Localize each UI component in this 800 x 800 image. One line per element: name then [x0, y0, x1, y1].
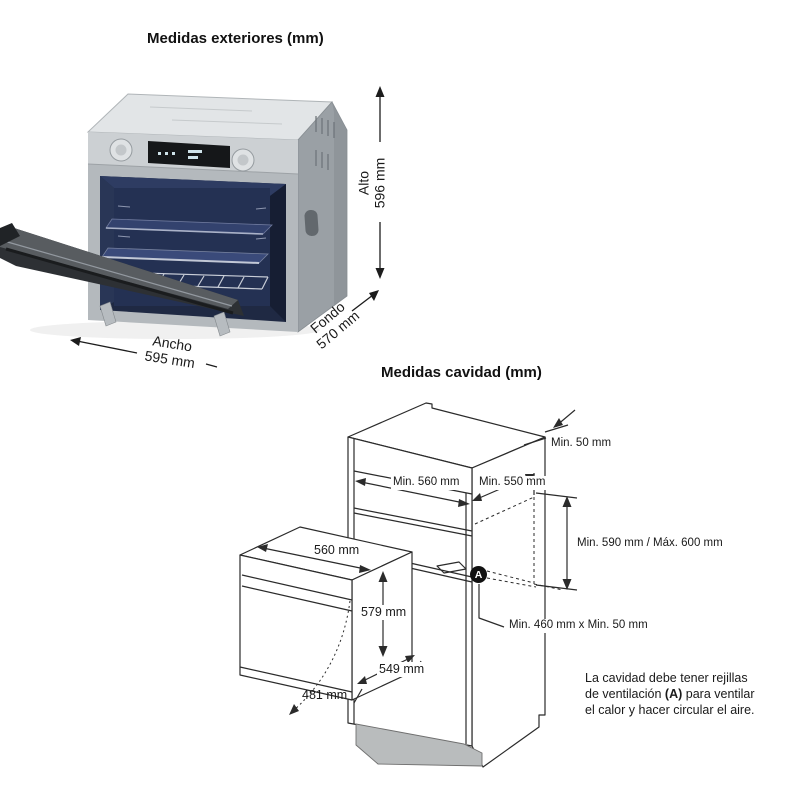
oven-width-label: 560 mm — [314, 543, 360, 557]
ventilation-badge: A — [470, 566, 487, 583]
cavity-title: Medidas cavidad (mm) — [381, 364, 542, 381]
exterior-dimensions — [70, 86, 385, 368]
oven-height-label: 579 mm — [359, 605, 409, 620]
height-value: 596 mm — [371, 157, 387, 209]
oven-door-clearance-label: 481 mm — [302, 688, 348, 702]
oven-depth-label: 549 mm — [377, 662, 427, 677]
side-vents — [315, 116, 335, 170]
note-line2-post: para ventilar — [682, 687, 755, 701]
note-line2-pre: de ventilación — [585, 687, 665, 701]
exterior-height-dimension: Alto 596 mm — [355, 157, 387, 209]
cavity-top-gap-label: Min. 50 mm — [551, 437, 612, 449]
display — [148, 141, 230, 168]
exterior-title: Medidas exteriores (mm) — [147, 30, 324, 47]
open-door — [0, 223, 244, 316]
note-line2-badge-ref: (A) — [664, 687, 683, 701]
ventilation-note: La cavidad debe tener rejillas de ventil… — [585, 670, 755, 718]
cavity-vent-area-label: Min. 460 mm x Min. 50 mm — [507, 619, 650, 633]
cavity-inner-width-label: Min. 560 mm — [391, 476, 462, 490]
height-label: Alto — [355, 170, 372, 196]
cavity-inner-depth-label: Min. 550 mm — [477, 476, 548, 490]
note-line3: el calor y hacer circular el aire. — [585, 703, 755, 717]
cavity-niche-height-label: Min. 590 mm / Máx. 600 mm — [577, 537, 723, 549]
side-handle-cutout — [304, 209, 319, 236]
plinth — [355, 723, 483, 767]
note-line1: La cavidad debe tener rejillas — [585, 671, 748, 685]
oven-photo-illustration — [0, 93, 348, 339]
